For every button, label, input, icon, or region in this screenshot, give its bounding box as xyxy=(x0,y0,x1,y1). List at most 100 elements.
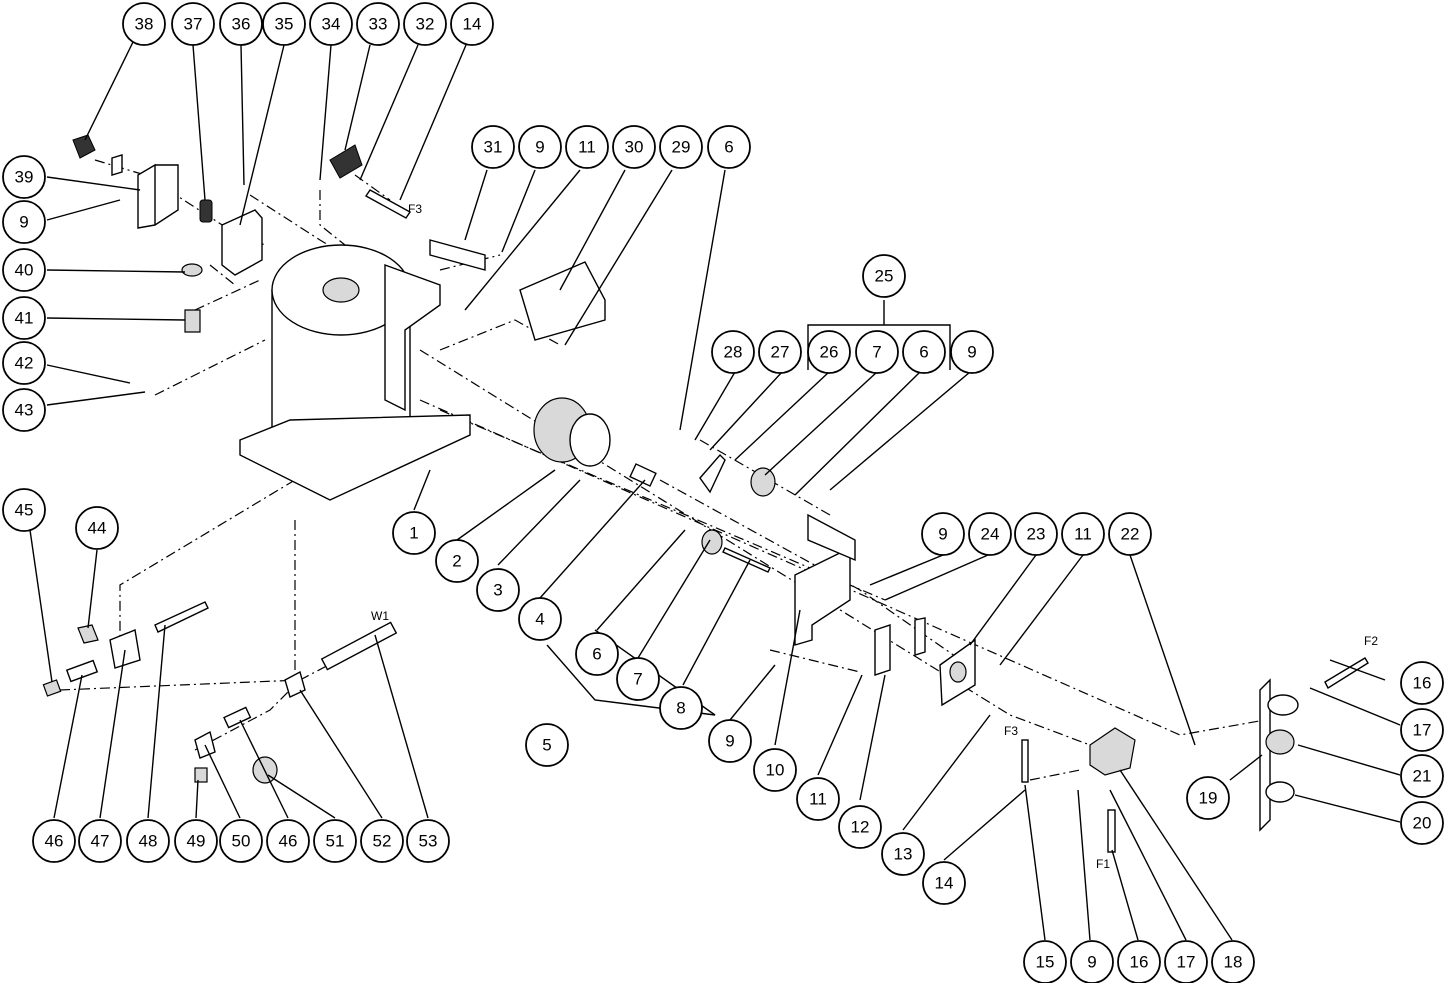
callout-number: 33 xyxy=(369,15,388,34)
part-21-filter xyxy=(1265,729,1295,755)
callout-number: 2 xyxy=(452,552,461,571)
callout-number: 46 xyxy=(279,832,298,851)
part-38-switch xyxy=(72,134,96,159)
callout-number: 6 xyxy=(592,645,601,664)
callout-circle xyxy=(902,330,946,374)
callout-2: 2 xyxy=(435,539,479,583)
callout-23: 23 xyxy=(1014,512,1058,556)
callout-circle xyxy=(659,125,703,169)
callout-circle xyxy=(360,819,404,863)
callout-number: 31 xyxy=(484,138,503,157)
callout-number: 8 xyxy=(676,699,685,718)
callout-number: 6 xyxy=(724,138,733,157)
callout-number: 37 xyxy=(184,15,203,34)
callout-circle xyxy=(356,2,400,46)
part-48-sensor xyxy=(154,601,209,633)
callout-36: 36 xyxy=(219,2,263,46)
callout-circle xyxy=(707,125,751,169)
callout-number: 39 xyxy=(15,168,34,187)
part-35-bracket xyxy=(221,209,263,276)
callout-29: 29 xyxy=(659,125,703,169)
tag-f2: F2 xyxy=(1364,634,1378,648)
part-40-nut xyxy=(181,263,203,277)
callout-9: 9 xyxy=(708,719,752,763)
callout-number: 9 xyxy=(725,732,734,751)
callout-circle xyxy=(219,2,263,46)
callout-number: 9 xyxy=(1087,953,1096,972)
callout-30: 30 xyxy=(612,125,656,169)
callout-6: 6 xyxy=(902,330,946,374)
callout-circle xyxy=(2,341,46,385)
callout-circle xyxy=(78,819,122,863)
tag-f3-top: F3 xyxy=(408,202,422,216)
callout-number: 34 xyxy=(322,15,341,34)
tag-f3-bottom: F3 xyxy=(1004,724,1018,738)
callout-circle xyxy=(403,2,447,46)
callout-45: 45 xyxy=(2,488,46,532)
part-20-cup xyxy=(1265,781,1295,803)
part-16-probe-lower xyxy=(1107,809,1116,853)
callout-number: 5 xyxy=(542,736,551,755)
callout-circle xyxy=(1400,708,1444,752)
callout-circle xyxy=(406,819,450,863)
callout-number: 9 xyxy=(967,343,976,362)
callout-circle xyxy=(2,488,46,532)
callout-number: 20 xyxy=(1413,814,1432,833)
callout-number: 25 xyxy=(875,267,894,286)
callout-number: 11 xyxy=(809,790,827,809)
callout-number: 17 xyxy=(1177,953,1196,972)
callout-1: 1 xyxy=(392,511,436,555)
callout-number: 7 xyxy=(872,343,881,362)
callout-8: 8 xyxy=(659,686,703,730)
tag-f1: F1 xyxy=(1096,857,1110,871)
callout-circle xyxy=(122,2,166,46)
callout-number: 43 xyxy=(15,401,34,420)
callout-32: 32 xyxy=(403,2,447,46)
callout-number: 27 xyxy=(771,343,790,362)
callout-number: 4 xyxy=(535,610,544,629)
callout-31: 31 xyxy=(471,125,515,169)
callout-48: 48 xyxy=(126,819,170,863)
callout-number: 9 xyxy=(535,138,544,157)
callout-number: 46 xyxy=(45,832,64,851)
callout-circle xyxy=(75,506,119,550)
callout-number: 51 xyxy=(326,832,345,851)
callout-circle xyxy=(392,511,436,555)
callout-number: 1 xyxy=(409,524,418,543)
callout-7: 7 xyxy=(855,330,899,374)
wire-tags: F3 W1 F3 F1 F2 xyxy=(371,202,1378,871)
callout-circle xyxy=(1400,754,1444,798)
callout-circle xyxy=(32,819,76,863)
callout-number: 11 xyxy=(1074,525,1092,544)
part-44-fitting xyxy=(77,624,99,644)
part-1-base xyxy=(239,414,471,501)
callout-number: 14 xyxy=(463,15,482,34)
callout-6: 6 xyxy=(707,125,751,169)
callout-11: 11 xyxy=(796,777,840,821)
callout-circle xyxy=(266,819,310,863)
callout-circle xyxy=(968,512,1012,556)
callout-12: 12 xyxy=(838,805,882,849)
part-18-pump xyxy=(1089,727,1136,776)
callout-number: 38 xyxy=(135,15,154,34)
callout-circle xyxy=(1023,940,1067,983)
part-4-coupling xyxy=(629,463,657,487)
callout-number: 41 xyxy=(15,309,34,328)
callout-7: 7 xyxy=(616,657,660,701)
callout-3: 3 xyxy=(476,568,520,612)
callout-44: 44 xyxy=(75,506,119,550)
callout-number: 44 xyxy=(88,519,107,538)
callout-circle xyxy=(1117,940,1161,983)
callout-21: 21 xyxy=(1400,754,1444,798)
part-30-cover xyxy=(519,261,606,341)
callout-6: 6 xyxy=(575,632,619,676)
part-46-nipple xyxy=(65,659,99,683)
callout-34: 34 xyxy=(309,2,353,46)
callout-number: 32 xyxy=(416,15,435,34)
callout-number: 7 xyxy=(633,670,642,689)
callout-16: 16 xyxy=(1117,940,1161,983)
tag-w1: W1 xyxy=(371,609,389,623)
callout-50: 50 xyxy=(219,819,263,863)
callout-49: 49 xyxy=(174,819,218,863)
